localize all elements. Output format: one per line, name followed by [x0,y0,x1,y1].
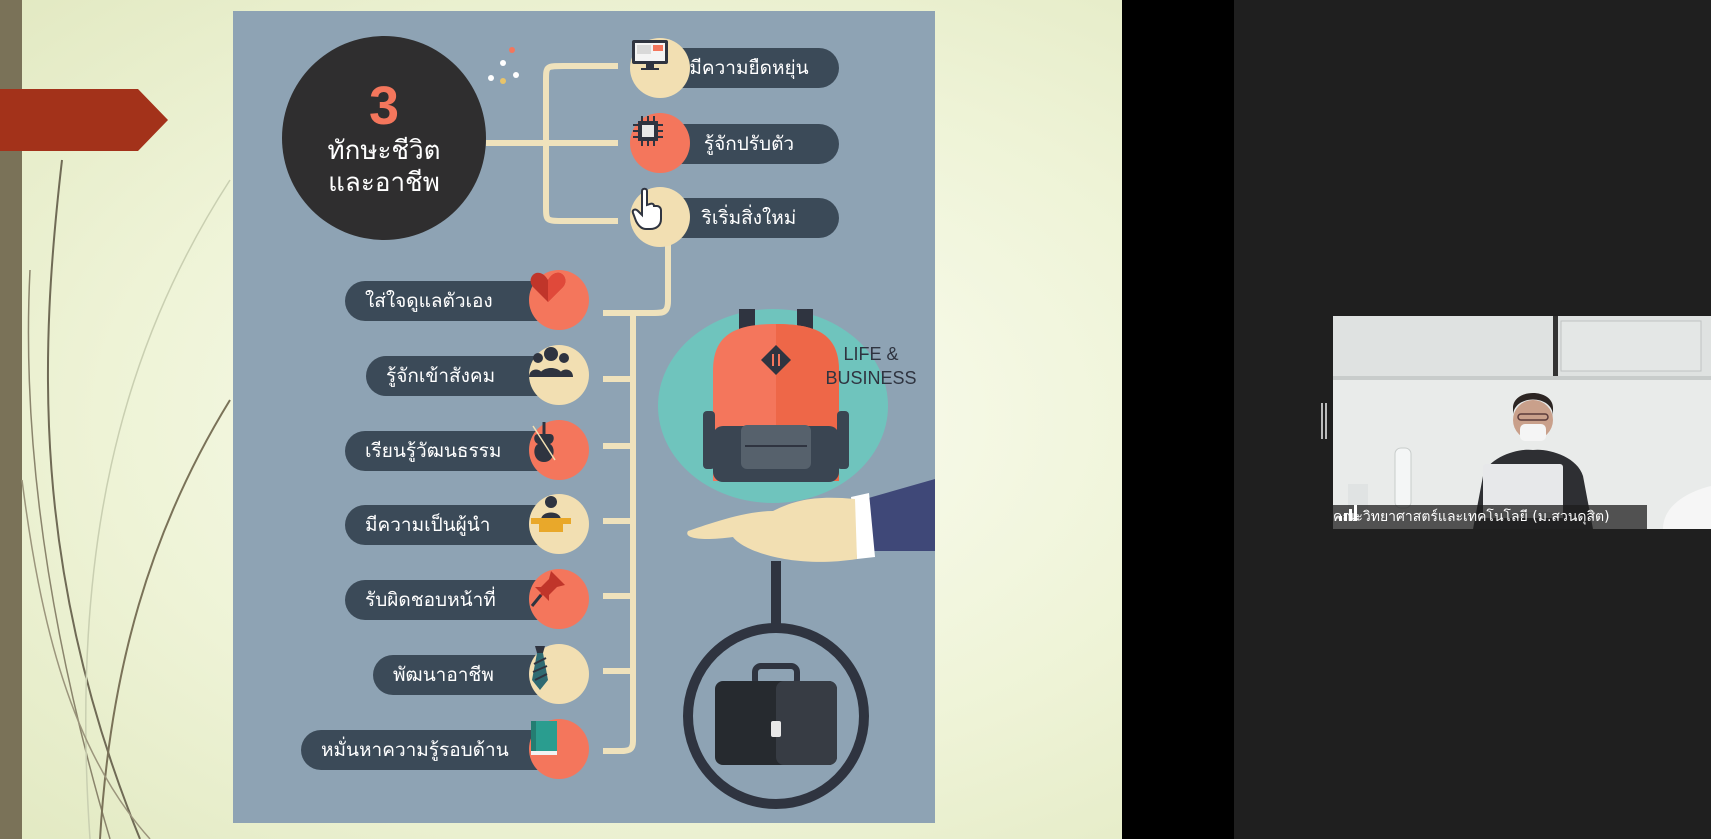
participant-name-bar: คณะวิทยาศาสตร์และเทคโนโลยี (ม.สวนดุสิต) [1333,505,1647,529]
skill-pill-self-care: ใส่ใจดูแลตัวเอง [345,281,565,321]
skill-label: รู้จักปรับตัว [703,133,795,155]
badge-line-2: BUSINESS [825,368,917,388]
monitor-icon [630,38,690,98]
skill-label: พัฒนาอาชีพ [393,664,494,686]
chip-icon [630,113,690,173]
violin-icon [529,420,589,480]
resize-handle-icon[interactable] [1320,403,1328,439]
slide-left-bar [0,0,22,839]
skill-pill-responsibility: รับผิดชอบหน้าที่ [345,580,565,620]
skill-label: รู้จักเข้าสังคม [386,365,496,387]
title-number: 3 [368,76,400,136]
skill-label: เรียนรู้วัฒนธรรม [365,440,502,462]
skill-label: มีความเป็นผู้นำ [365,514,491,536]
participant-video-tile[interactable]: คณะวิทยาศาสตร์และเทคโนโลยี (ม.สวนดุสิต) [1333,316,1711,529]
participant-video-feed [1333,316,1711,529]
skill-label: ริเริ่มสิ่งใหม่ [701,207,797,229]
skill-pill-leadership: มีความเป็นผู้นำ [345,505,565,545]
slide-arrow-banner [0,89,168,151]
video-gap-strip [1122,0,1234,839]
decorative-dots [488,47,519,84]
slide-decorative-swoosh [21,159,231,839]
skill-pill-seek-knowledge: หมั่นหาความรู้รอบด้าน [301,730,565,770]
title-line-1: ทักษะชีวิต [327,136,441,166]
title-line-2: และอาชีพ [328,168,440,198]
people-icon [529,345,589,405]
skill-label: หมั่นหาความรู้รอบด้าน [321,739,509,761]
book-icon [529,719,589,779]
backpack-illustration [703,309,849,482]
leader-podium-icon [529,494,589,554]
hand-cursor-icon [630,187,690,247]
badge-line-1: LIFE & [843,344,899,364]
life-business-label: LIFE & BUSINESS [816,342,926,390]
briefcase-ring [683,623,869,809]
pushpin-icon [529,569,589,629]
necktie-icon [529,644,589,704]
shared-slide: 3 ทักษะชีวิต และอาชีพ มีความยืดหยุ่น รู้… [0,0,1122,839]
heart-icon [529,270,589,330]
hand-illustration [687,479,935,562]
signal-strength-icon [1339,505,1357,521]
briefcase-illustration [715,663,837,765]
skill-label: ใส่ใจดูแลตัวเอง [365,290,493,312]
skill-label: รับผิดชอบหน้าที่ [365,589,496,611]
life-career-skills-infographic: 3 ทักษะชีวิต และอาชีพ มีความยืดหยุ่น รู้… [233,11,935,823]
skill-label: มีความยืดหยุ่น [689,57,809,79]
infographic-connectors [486,63,935,809]
participant-name: คณะวิทยาศาสตร์และเทคโนโลยี (ม.สวนดุสิต) [1333,509,1610,525]
skill-pill-culture: เรียนรู้วัฒนธรรม [345,431,565,471]
title-circle: 3 ทักษะชีวิต และอาชีพ [282,36,486,240]
